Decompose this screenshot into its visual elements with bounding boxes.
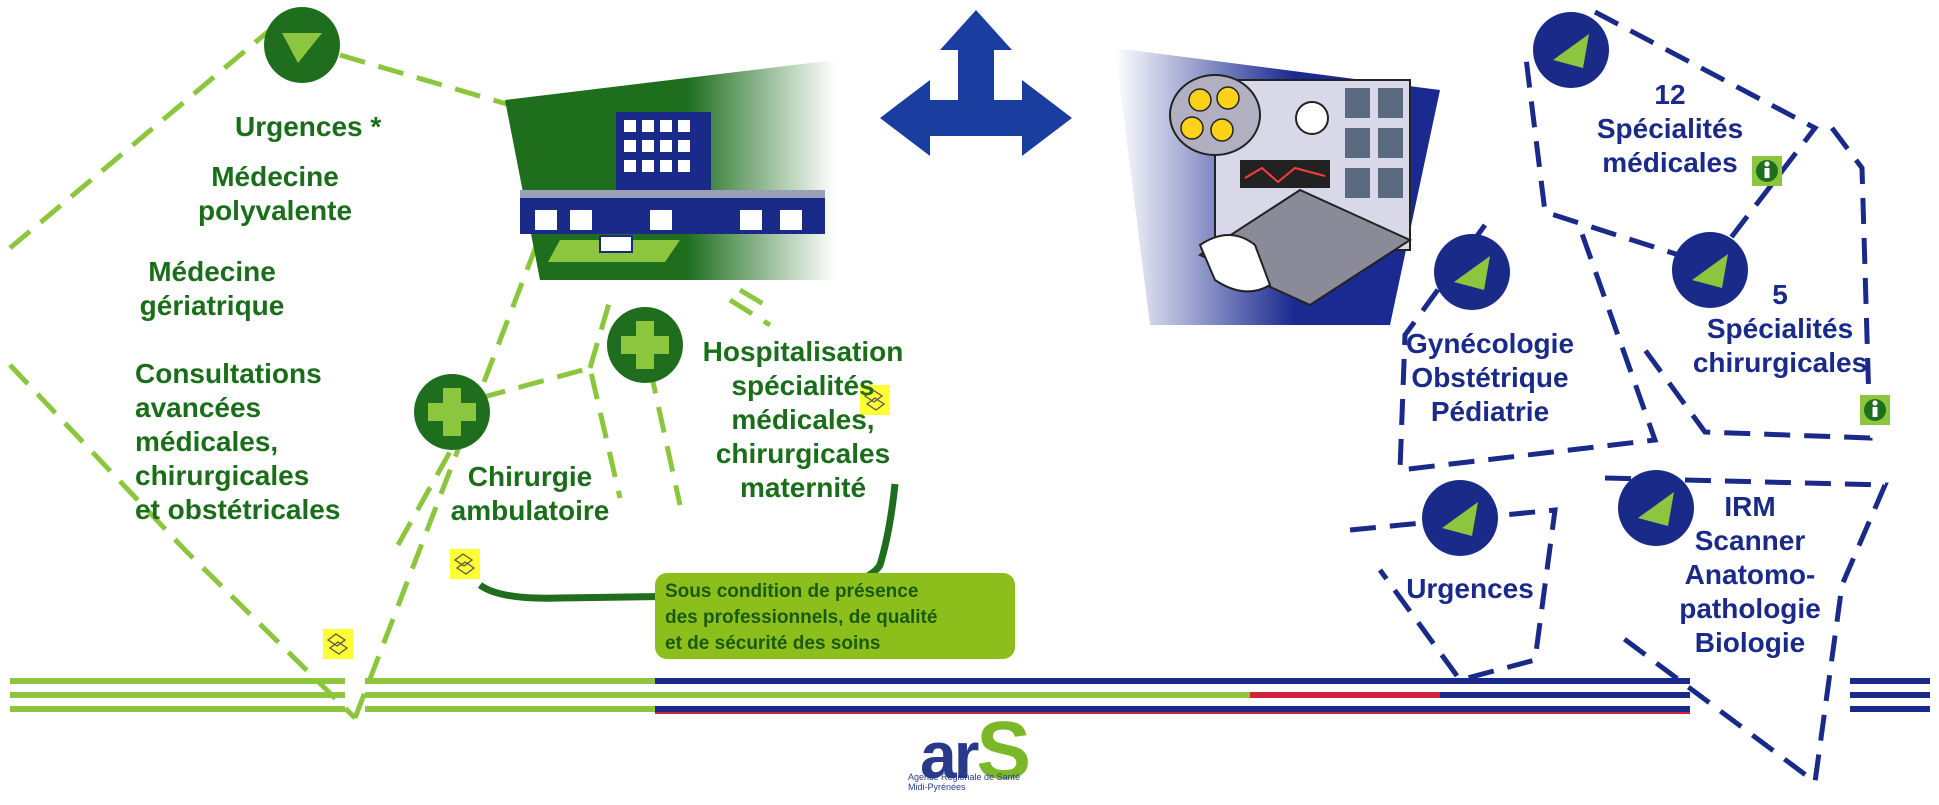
direction-arrows-icon [880,10,1072,156]
label-urgences-left: Urgences * [235,111,382,142]
info-icon [1860,395,1890,425]
hospital-icon [520,112,825,262]
label-hospitalisation: Hospitalisation spécialités médicales, c… [702,336,904,503]
logo-ars: arS [920,710,1031,792]
play-circle-icon [1422,480,1498,556]
play-circle-icon [1434,234,1510,310]
play-circle-icon [264,7,340,83]
condition-note: Sous condition de présence des professio… [655,573,1015,659]
label-medecine-polyvalente: Médecine polyvalente [197,161,353,226]
label-imagerie: IRM Scanner Anatomo- pathologie Biologie [1679,491,1821,658]
label-medecine-geriatrique: Médecine gériatrique [139,256,285,321]
label-consultations: Consultations avancées médicales, chirur… [135,358,341,525]
label-specialites-medicales: 12 Spécialités médicales [1596,79,1744,178]
label-urgences-right: Urgences [1406,573,1534,604]
plus-circle-icon [414,374,490,450]
label-chirurgie-ambulatoire: Chirurgie ambulatoire [450,461,610,526]
logo-ars-word: ar [920,718,979,792]
label-specialites-chirurgicales: 5 Spécialités chirurgicales [1692,279,1868,378]
operating-room-icon [1169,74,1413,307]
play-circle-icon [1533,12,1609,88]
logo-subtitle: Agence Régionale de Santé Midi-Pyrénées [908,772,1021,792]
note-icon [322,628,354,660]
note-icon [449,548,481,580]
label-gynecologie: Gynécologie Obstétrique Pédiatrie [1405,328,1575,427]
logo-ars-s: S [976,705,1031,796]
